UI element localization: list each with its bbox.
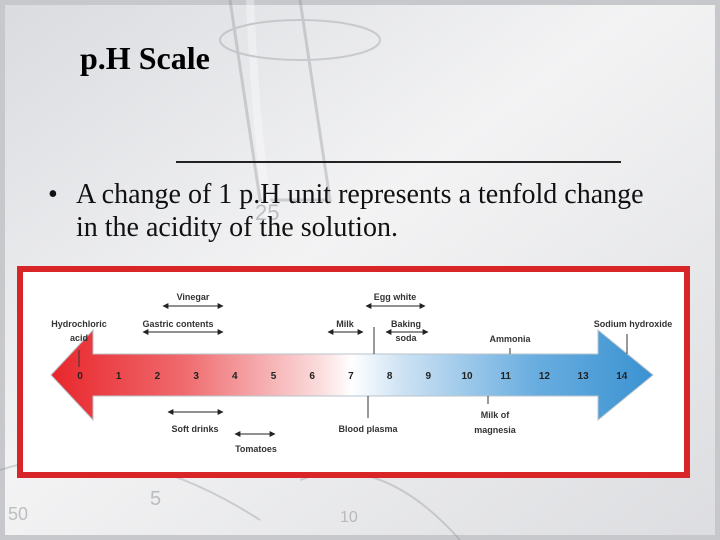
ph-gradient-arrow [50, 328, 654, 422]
label-blood-plasma: Blood plasma [338, 424, 398, 434]
label-egg-white: Egg white [374, 292, 417, 302]
ph-tick-1: 1 [116, 371, 122, 382]
label-milk: Milk [336, 319, 354, 329]
label-ammonia: Ammonia [489, 334, 531, 344]
ph-tick-9: 9 [426, 371, 432, 382]
ph-tick-11: 11 [500, 371, 511, 382]
ph-tick-6: 6 [309, 371, 315, 382]
ph-tick-7: 7 [348, 371, 354, 382]
label-soda: soda [395, 333, 417, 343]
bg-marking-10: 10 [340, 509, 358, 526]
bullet-text: A change of 1 p.H unit represents a tenf… [76, 179, 644, 243]
label-magnesia: magnesia [474, 425, 517, 435]
title-divider [176, 161, 621, 163]
indicator-lines [78, 327, 628, 418]
label-baking: Baking [391, 319, 421, 329]
slide-title: p.H Scale [80, 40, 210, 76]
ph-tick-12: 12 [539, 371, 551, 382]
bullet-symbol: • [48, 179, 58, 210]
label-acid: acid [70, 333, 88, 343]
label-soft-drinks: Soft drinks [171, 424, 218, 434]
label-sodium-hydroxide: Sodium hydroxide [594, 319, 673, 329]
range-arrows [142, 303, 429, 437]
top-labels: Hydrochloric acid Vinegar Gastric conten… [51, 292, 672, 344]
ph-tick-10: 10 [461, 371, 473, 382]
label-vinegar: Vinegar [177, 292, 210, 302]
ph-tick-13: 13 [578, 371, 590, 382]
ph-tick-0: 0 [77, 371, 83, 382]
label-gastric-contents: Gastric contents [142, 319, 213, 329]
ph-tick-5: 5 [271, 371, 277, 382]
label-milk-of: Milk of [481, 410, 511, 420]
bg-marking-50: 50 [8, 504, 28, 524]
ph-tick-3: 3 [193, 371, 199, 382]
bg-marking-25: 25 [255, 200, 279, 225]
ph-tick-2: 2 [155, 371, 161, 382]
bottom-labels: Soft drinks Tomatoes Blood plasma Milk o… [171, 410, 516, 454]
label-hydrochloric: Hydrochloric [51, 319, 107, 329]
ph-tick-14: 14 [616, 371, 628, 382]
label-tomatoes: Tomatoes [235, 444, 277, 454]
bg-marking-5: 5 [150, 488, 161, 510]
ph-tick-4: 4 [232, 371, 238, 382]
ph-tick-8: 8 [387, 371, 393, 382]
